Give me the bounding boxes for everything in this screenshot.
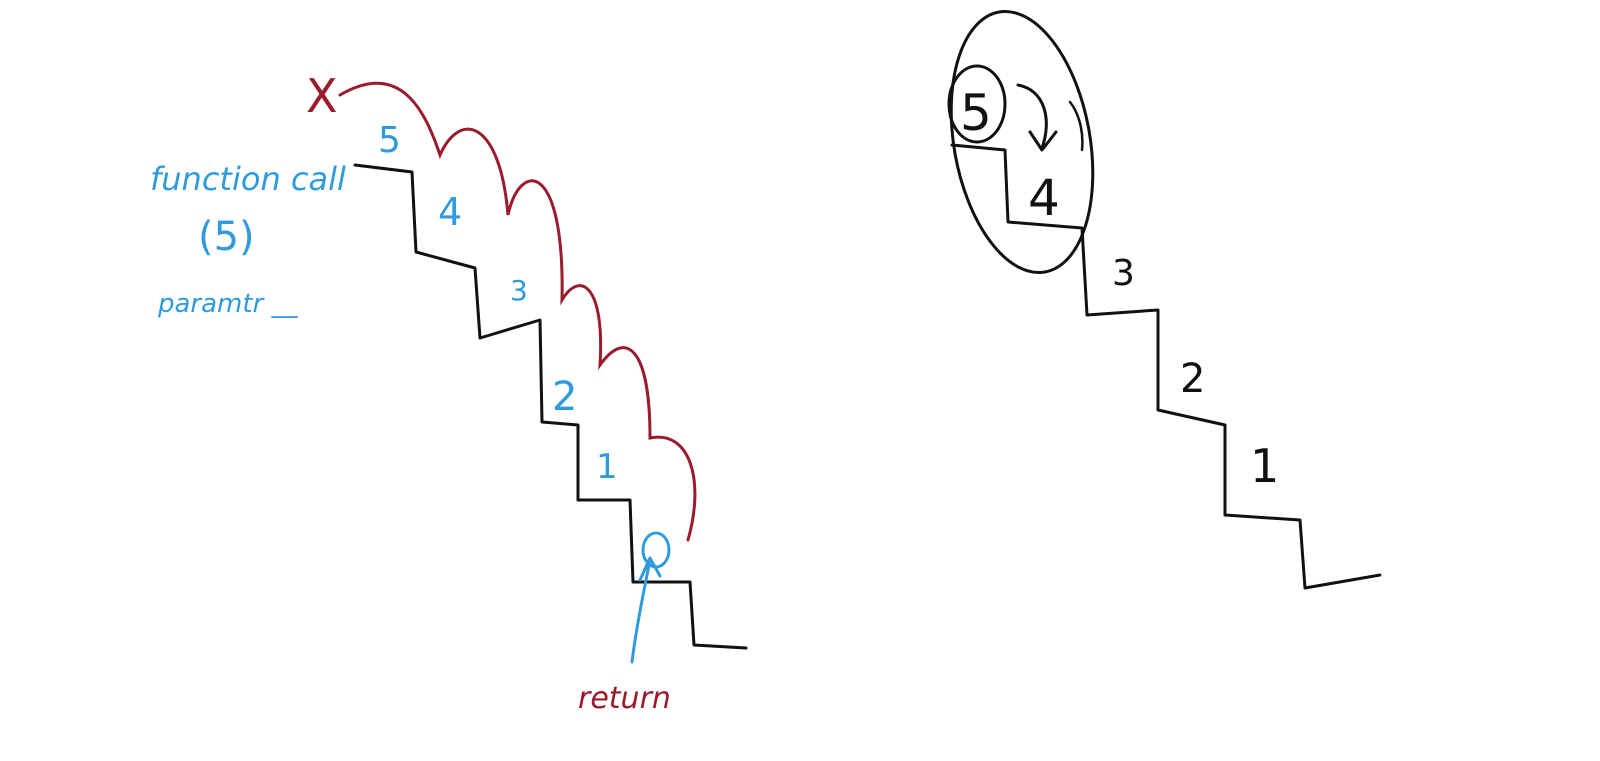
annotation-argument: (5): [198, 214, 255, 260]
return-label: return: [578, 681, 671, 716]
highlight-oval: [949, 9, 1095, 275]
annotation-parameter: paramtr __: [157, 289, 299, 319]
right-step-label-2: 2: [1180, 356, 1205, 402]
curved-arrow-icon: [1016, 83, 1058, 152]
right-step-label-3: 3: [1112, 253, 1135, 294]
return-arrow-icon: [630, 556, 662, 664]
left-diagram: X function call (5) paramtr __ 5 4 3 2 1…: [150, 69, 748, 716]
right-diagram: 5 4 3 2 1: [947, 9, 1382, 590]
left-step-label-5: 5: [378, 120, 401, 161]
left-goal-marker: X: [306, 69, 338, 123]
right-step-label-1: 1: [1250, 439, 1279, 493]
left-staircase: [353, 163, 748, 650]
left-hop-arcs: [338, 81, 697, 542]
left-step-label-2: 2: [552, 374, 577, 420]
step-5-circle: [947, 64, 1007, 144]
right-staircase: [950, 143, 1382, 590]
curved-arrow-tail: [1068, 100, 1084, 152]
annotation-function-call: function call: [150, 160, 346, 198]
left-step-label-3: 3: [510, 274, 528, 307]
left-step-label-1: 1: [596, 447, 618, 487]
left-step-label-4: 4: [438, 190, 462, 234]
right-step-label-5: 5: [960, 84, 992, 142]
right-step-label-4: 4: [1028, 169, 1060, 227]
